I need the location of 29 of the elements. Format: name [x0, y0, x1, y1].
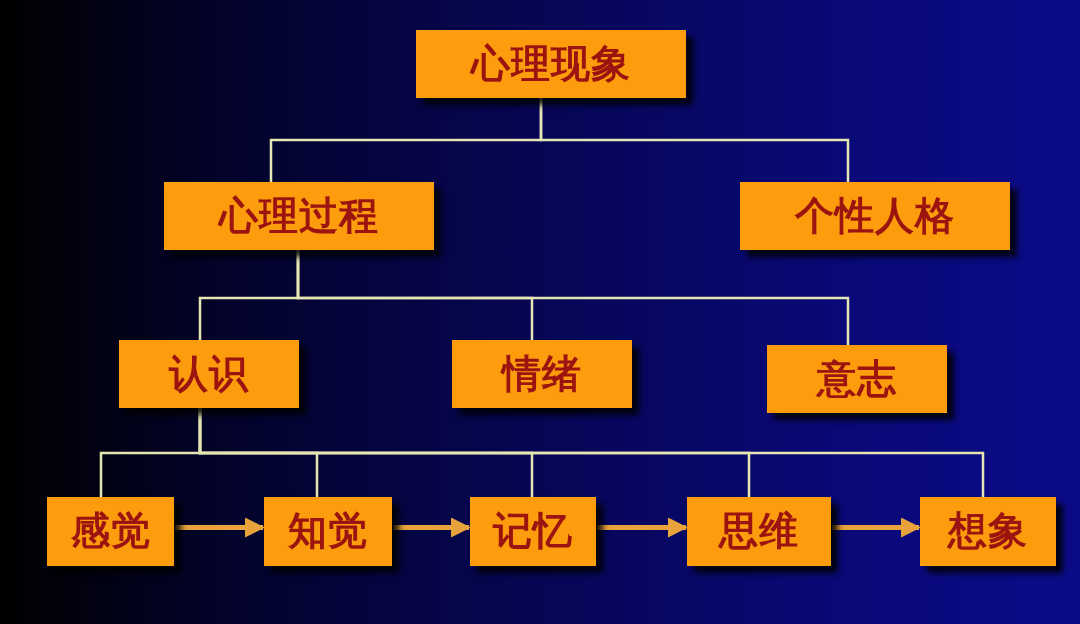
node-label: 思维 [719, 510, 799, 553]
node-label: 想象 [948, 510, 1028, 553]
connector-line [296, 250, 850, 345]
concept-box [920, 497, 1056, 566]
concept-box [452, 340, 632, 408]
node-label: 情绪 [502, 352, 582, 396]
node-label: 心理现象 [471, 42, 631, 86]
arrow [393, 517, 471, 538]
concept-box [47, 497, 174, 566]
concept-box [416, 30, 686, 98]
arrow [832, 517, 921, 538]
connector-line [539, 98, 850, 182]
concept-box [264, 497, 392, 566]
concept-box [119, 340, 299, 408]
arrow [597, 517, 688, 538]
node-label: 记忆 [493, 510, 573, 553]
node-label: 心理过程 [219, 194, 379, 238]
node-label: 意志 [817, 357, 897, 401]
connector-line [198, 408, 985, 497]
node-label: 知觉 [288, 510, 368, 553]
node-label: 个性人格 [795, 194, 955, 238]
concept-box [164, 182, 434, 250]
node-label: 感觉 [70, 510, 151, 553]
arrow [175, 517, 265, 538]
concept-box [687, 497, 831, 566]
concept-box [470, 497, 596, 566]
node-label: 认识 [169, 352, 249, 396]
concept-box [740, 182, 1010, 250]
concept-box [767, 345, 947, 413]
